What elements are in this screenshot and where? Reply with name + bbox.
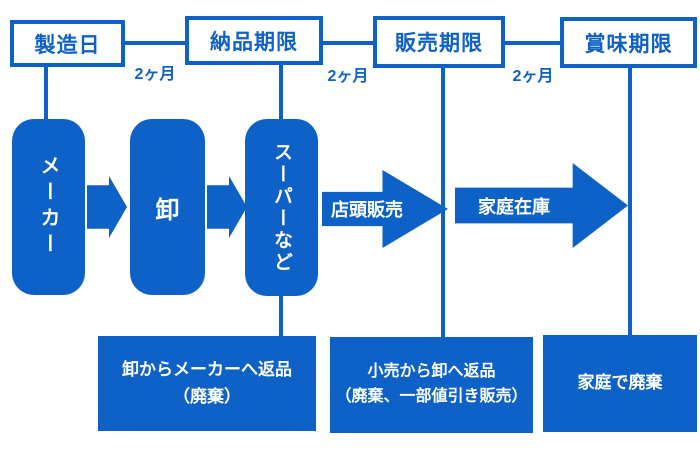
arrow-maker-to-wholesaler-icon xyxy=(87,176,127,238)
interval-label-2: 2ヶ月 xyxy=(327,68,369,85)
milestone-sales-deadline: 販売期限 xyxy=(373,16,505,68)
milestone-delivery-deadline: 納品期限 xyxy=(185,16,323,65)
arrow-home-stock-label: 家庭在庫 xyxy=(478,196,550,217)
outcome-home-disposal: 家庭で廃棄 xyxy=(543,335,697,432)
dropline-bestbefore-to-disposal xyxy=(628,68,632,336)
node-supermarket: スーパーなど xyxy=(245,119,318,296)
connector-milestone-2-3 xyxy=(323,41,373,45)
arrow-home-stock: 家庭在庫 xyxy=(455,163,628,248)
connector-milestone-3-4 xyxy=(505,41,560,45)
arrow-store-sales: 店頭販売 xyxy=(322,170,448,248)
outcome-line: 卸からメーカーへ返品 xyxy=(122,360,292,380)
arrow-store-sales-label: 店頭販売 xyxy=(331,200,403,220)
node-wholesaler: 卸 xyxy=(130,119,205,295)
outcome-line: （廃棄） xyxy=(173,386,241,406)
outcome-return-retail-to-wholesaler: 小売から卸へ返品 （廃棄、一部値引き販売） xyxy=(330,337,533,433)
outcome-line: 家庭で廃棄 xyxy=(577,373,663,393)
dropline-manufacture-to-maker xyxy=(44,67,48,120)
interval-label-1: 2ヶ月 xyxy=(134,66,176,83)
dropline-sales-to-return xyxy=(441,68,445,338)
node-maker: メーカー xyxy=(12,119,85,295)
outcome-return-wholesaler-to-maker: 卸からメーカーへ返品 （廃棄） xyxy=(98,336,316,431)
interval-label-3: 2ヶ月 xyxy=(512,68,554,85)
outcome-line: 小売から卸へ返品 xyxy=(367,363,496,381)
outcome-line: （廃棄、一部値引き販売） xyxy=(335,388,528,405)
connector-milestone-1-2 xyxy=(125,41,185,45)
arrow-wholesaler-to-supermarket-icon xyxy=(207,176,247,238)
milestone-manufacture-date: 製造日 xyxy=(10,20,125,67)
milestone-best-before-date: 賞味期限 xyxy=(560,17,697,68)
